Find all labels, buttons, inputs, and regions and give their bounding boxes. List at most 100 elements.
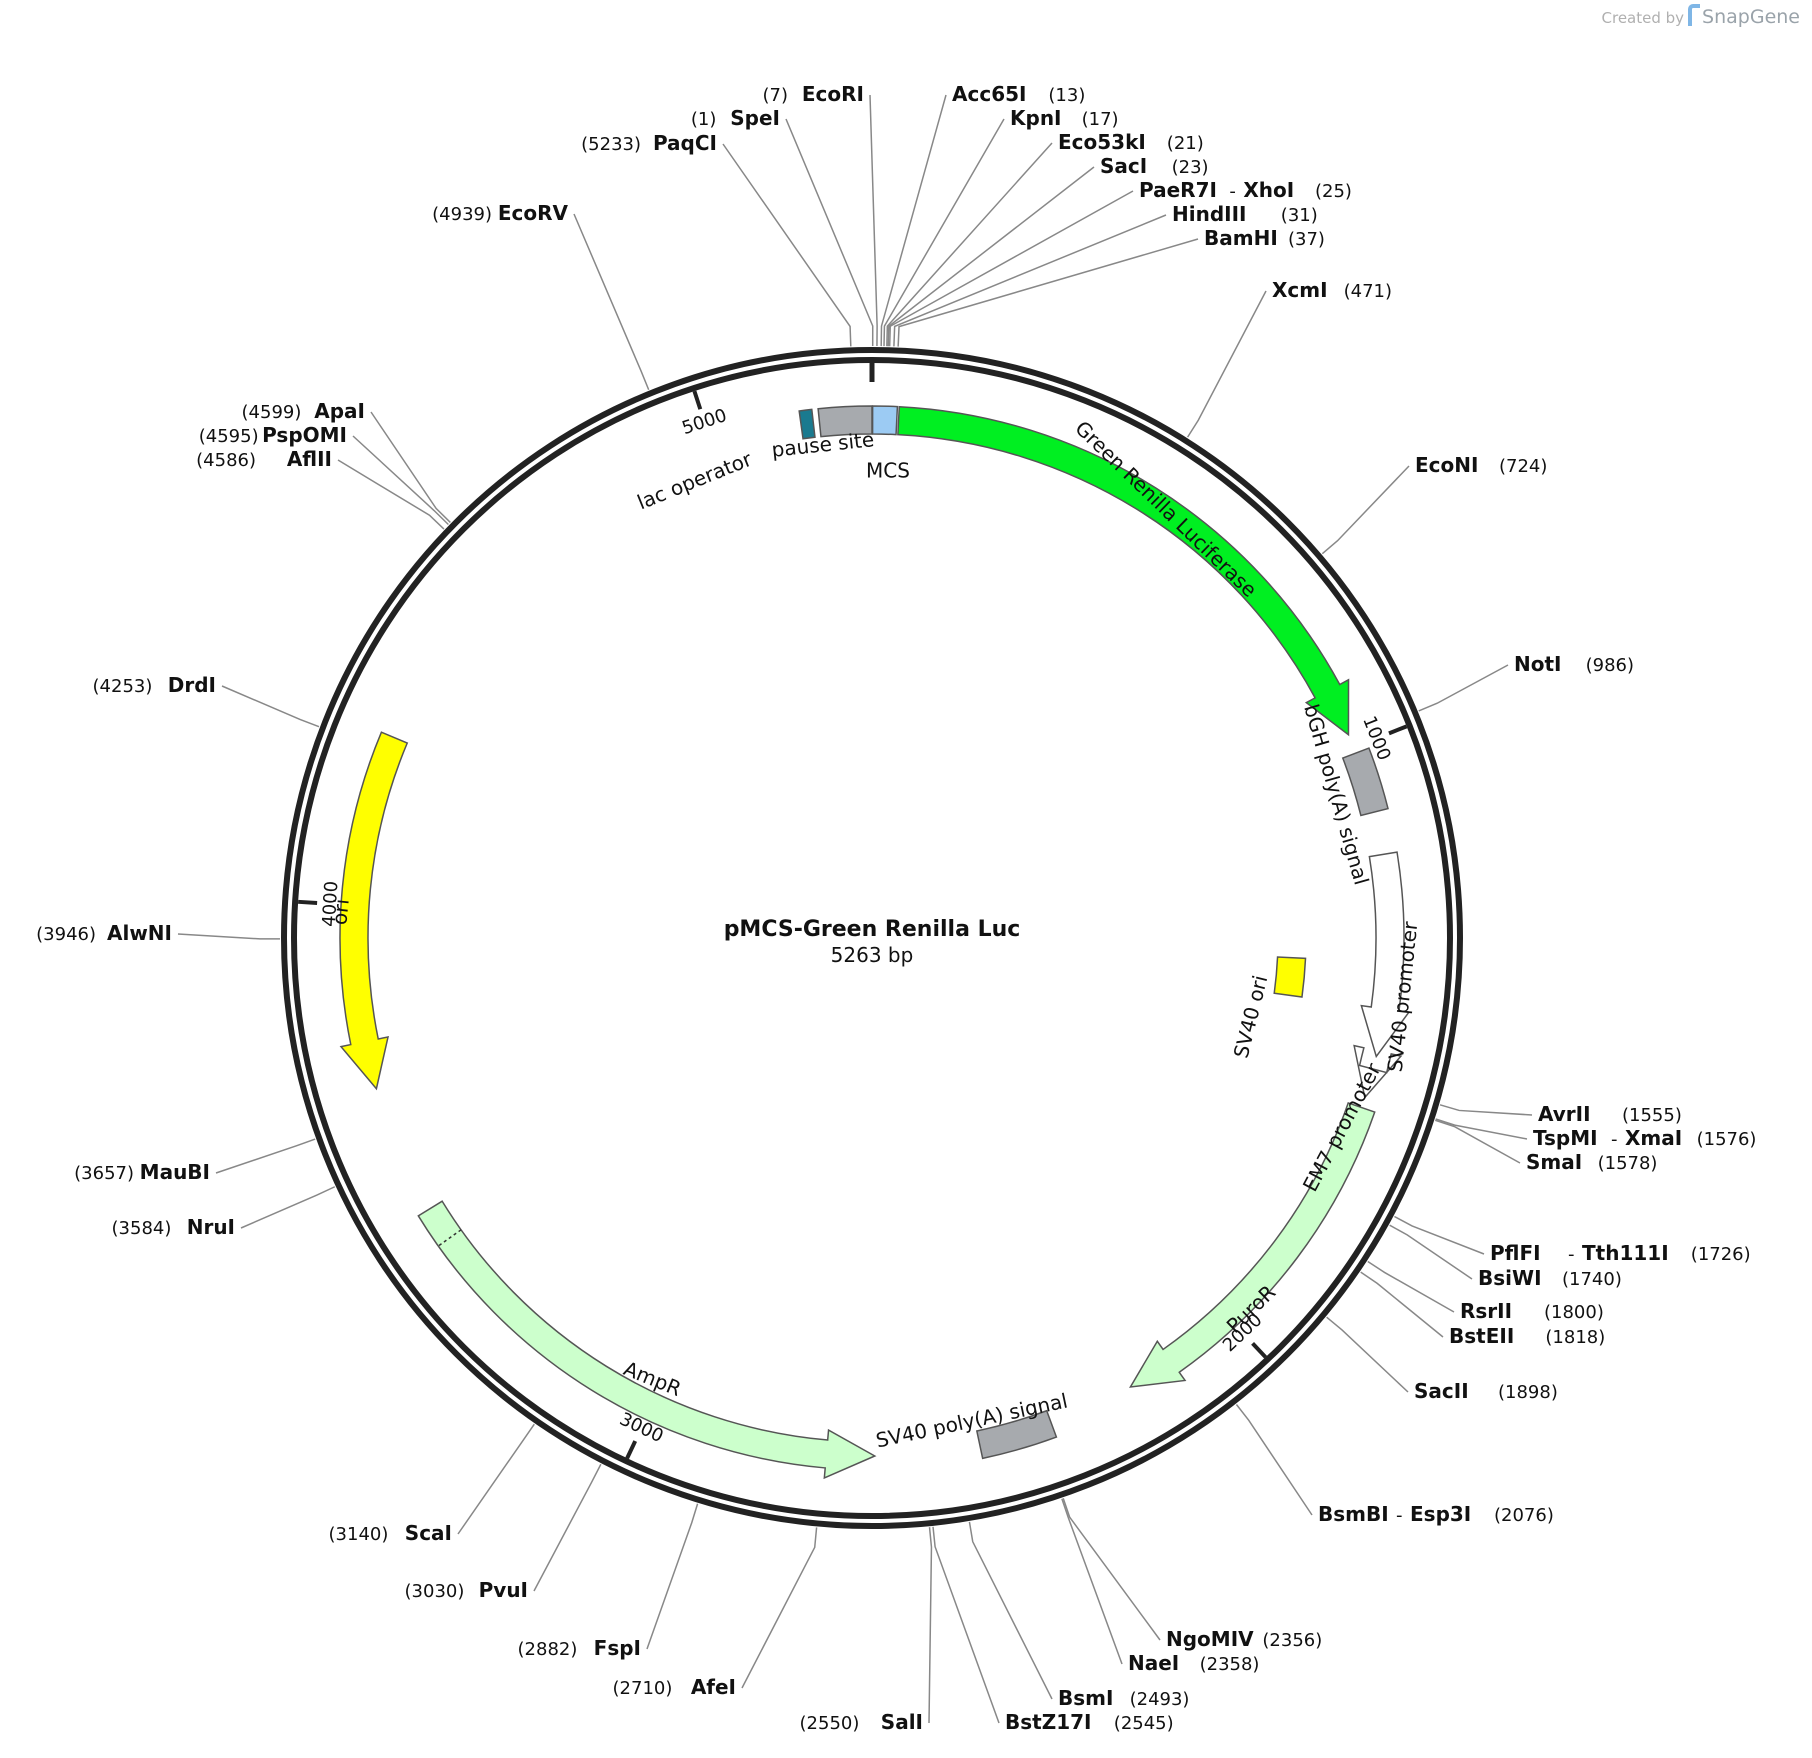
feature-label-ori: ori [327, 898, 354, 926]
backbone-inner-ring [291, 357, 1453, 1519]
site-name: NotI [1514, 652, 1561, 676]
site-position: (23) [1172, 157, 1209, 178]
ampr-signal-boundary [437, 1229, 462, 1247]
site-leader-line [932, 1526, 1000, 1724]
site-name: BstZ17I [1005, 1710, 1091, 1734]
site-position: (3946) [36, 924, 96, 945]
site-position: (1726) [1691, 1244, 1751, 1265]
site-leader-line [1367, 1260, 1455, 1313]
site-name: TspMI [1533, 1126, 1598, 1150]
site-position: (2493) [1130, 1689, 1190, 1710]
site-leader-line [370, 411, 451, 523]
site-paqci: PaqCI (5233) [581, 131, 717, 155]
site-bamhi: BamHI(37) [1204, 226, 1325, 250]
site-pflfi: PflFI-Tth111I(1726) [1490, 1241, 1751, 1265]
site-name: HindIII [1172, 202, 1246, 226]
feature-green-renilla-luciferase [897, 405, 1350, 737]
site-alwni: AlwNI(3946) [36, 921, 172, 945]
site-position: (2358) [1200, 1654, 1260, 1675]
site-leader-lines [177, 94, 1533, 1724]
site-position: (5233) [581, 134, 641, 155]
site-maubi: MauBI(3657) [74, 1160, 210, 1184]
site-bsteii: BstEII(1818) [1449, 1324, 1605, 1348]
site-leader-line [1389, 1224, 1473, 1280]
site-rsrii: RsrII(1800) [1460, 1299, 1604, 1323]
site-name-isoschizomer: XmaI [1625, 1126, 1682, 1150]
site-ecorv: EcoRV (4939) [432, 201, 568, 225]
site-leader-line [646, 1503, 699, 1650]
site-name: ApaI [314, 399, 365, 423]
site-sacii: SacII (1898) [1414, 1379, 1558, 1403]
site-position: (13) [1048, 85, 1085, 106]
site-leader-line [722, 143, 852, 347]
site-leader-line [893, 214, 1167, 347]
site-kpni: KpnI(17) [1010, 106, 1119, 130]
site-leader-line [1321, 465, 1410, 555]
site-name: SacI [1100, 154, 1147, 178]
site-position: (1818) [1545, 1327, 1605, 1348]
site-name: FspI [594, 1636, 641, 1660]
site-position: (4586) [196, 450, 256, 471]
site-position: (2076) [1494, 1505, 1554, 1526]
site-name-isoschizomer: Tth111I [1582, 1241, 1669, 1265]
site-noti: NotI(986) [1514, 652, 1634, 676]
site-name: EcoRV [498, 201, 569, 225]
site-pvui: PvuI(3030) [405, 1578, 528, 1602]
tick-label: 5000 [679, 405, 729, 439]
site-leader-line [533, 1463, 602, 1592]
site-aflii: AflII (4586) [196, 447, 332, 471]
site-leader-line [177, 933, 281, 940]
site-position: (1898) [1498, 1382, 1558, 1403]
site-bstz17i: BstZ17I(2545) [1005, 1710, 1174, 1734]
site-position: (724) [1499, 456, 1547, 477]
site-leader-line [352, 435, 449, 526]
site-leader-line [1061, 1498, 1123, 1665]
site-name: Eco53kI [1058, 130, 1146, 154]
site-position: (7) [763, 85, 789, 106]
site-name: BsiWI [1478, 1266, 1542, 1290]
site-leader-line [215, 1138, 316, 1174]
site-leader-line [887, 166, 1095, 347]
site-fspi: FspI (2882) [518, 1636, 641, 1660]
feature-sv40-ori [1273, 956, 1307, 998]
site-afei: AfeI(2710) [613, 1675, 736, 1699]
site-name: NgoMIV [1166, 1627, 1254, 1651]
site-ngomiv: NgoMIV(2356) [1166, 1627, 1322, 1651]
site-leader-line [1439, 1104, 1533, 1116]
site-position: (4253) [93, 676, 153, 697]
site-name: PflFI [1490, 1241, 1541, 1265]
site-tspmi: TspMI-XmaI(1576) [1533, 1126, 1756, 1150]
site-name: PvuI [479, 1578, 528, 1602]
site-leader-line [785, 118, 874, 347]
site-leader-line [888, 190, 1134, 347]
tick-mark [625, 1440, 638, 1460]
site-leader-line [221, 685, 320, 728]
site-name: BamHI [1204, 226, 1278, 250]
backbone-outer-ring [281, 347, 1463, 1529]
site-name: SmaI [1526, 1150, 1582, 1174]
site-position: (1740) [1562, 1269, 1622, 1290]
feature-sv40-polya-signal [975, 1409, 1058, 1460]
site-position: (17) [1082, 109, 1119, 130]
site-name: SacII [1414, 1379, 1469, 1403]
tick-mark [1388, 724, 1408, 736]
site-position: (1578) [1598, 1153, 1658, 1174]
site-name: AflII [287, 447, 332, 471]
feature-ori [339, 731, 409, 1091]
site-name: BsmI [1058, 1686, 1113, 1710]
site-leader-line [886, 142, 1053, 347]
tick-mark [298, 899, 318, 906]
site-position: (4939) [432, 204, 492, 225]
site-name: PspOMI [262, 423, 347, 447]
site-name: NaeI [1128, 1651, 1179, 1675]
site-ecori: EcoRI(7) [763, 82, 865, 106]
site-apai: ApaI(4599) [242, 399, 365, 423]
site-name: PaqCI [653, 131, 717, 155]
site-position: (2882) [518, 1639, 578, 1660]
site-spei: SpeI(1) [691, 106, 780, 130]
feature-sv40-promoter [1360, 851, 1411, 1059]
site-xcmi: XcmI(471) [1272, 278, 1392, 302]
site-name: AfeI [691, 1675, 736, 1699]
site-drdi: DrdI(4253) [93, 673, 216, 697]
